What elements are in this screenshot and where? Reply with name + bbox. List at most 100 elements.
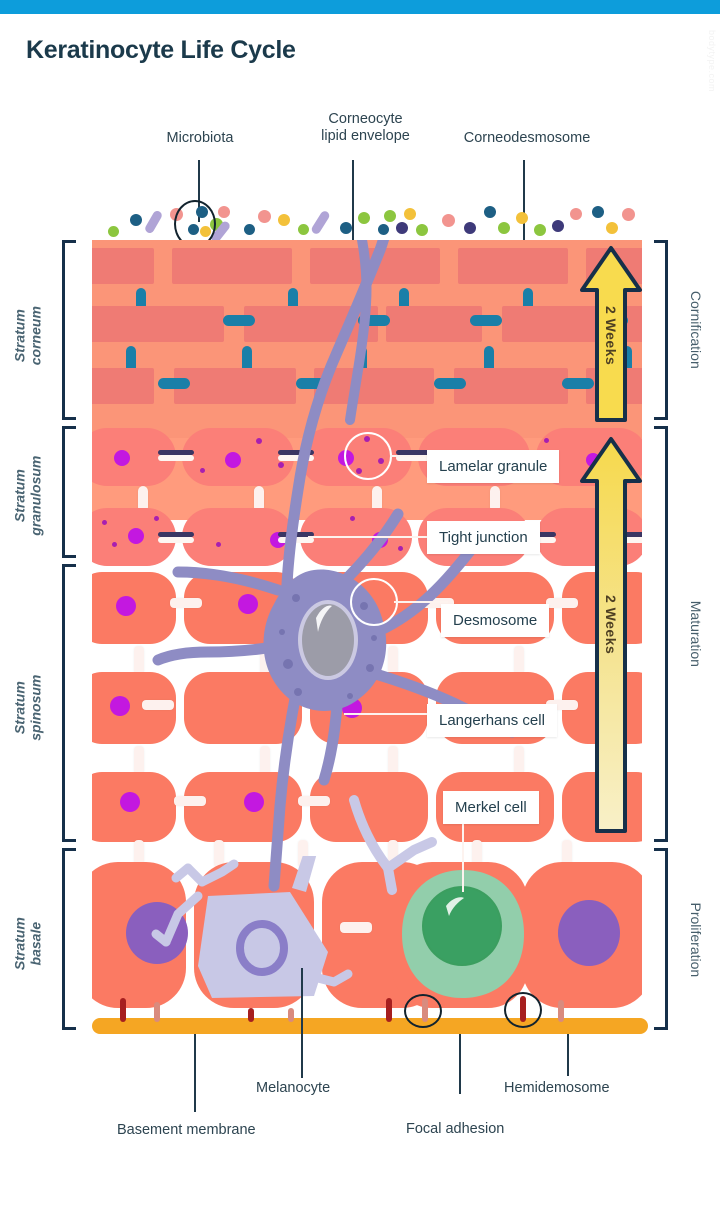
microbe-dot [244, 224, 255, 235]
spinous-keratinocyte [310, 672, 428, 744]
lamellar-granule [102, 520, 107, 525]
leader-line-melanocyte [301, 968, 303, 1078]
hemidesmosome [386, 998, 392, 1022]
layer-label-stratum-spinosum: Stratum spinosum [11, 663, 43, 753]
spinous-keratinocyte [310, 772, 428, 842]
melanocyte-shape [142, 810, 372, 1016]
corneocyte-brick [310, 248, 440, 284]
desmosome [298, 796, 330, 806]
maturation-arrow-label: 2 Weeks [603, 595, 619, 655]
bracket-cornification [654, 240, 668, 420]
callout-lamelar-granule: Lamelar granule [427, 450, 560, 483]
microbe-dot [258, 210, 271, 223]
desmosome-circle [350, 578, 398, 626]
maturation-arrow: 2 Weeks [578, 435, 642, 835]
microbe-dot [340, 222, 352, 234]
layer-label-basale-line2: basale [27, 921, 43, 966]
microbe-dot [606, 222, 618, 234]
lamellar-granule [216, 542, 221, 547]
corneocyte-brick [92, 368, 154, 404]
leader-line-microbiota [198, 160, 200, 222]
corneocyte-brick [458, 248, 568, 284]
bottom-label-hemidemosome: Hemidemosome [504, 1080, 610, 1096]
top-accent-bar [0, 0, 720, 14]
desmosome [134, 646, 144, 676]
top-label-corneocyte-lipid-envelope: Corneocyte lipid envelope [278, 111, 453, 145]
corneocyte-brick [454, 368, 568, 404]
spinous-nucleus [116, 596, 136, 616]
layer-label-corneum-line2: corneum [27, 306, 43, 366]
spinous-nucleus [120, 792, 140, 812]
microbe-dot [378, 224, 389, 235]
microbe-dot [396, 222, 408, 234]
corneodesmosome [523, 288, 533, 320]
focal-adhesion-circle [404, 994, 442, 1028]
lamellar-granule [350, 516, 355, 521]
leader-line-corneocyte-lipid-envelope [352, 160, 354, 248]
leader-tight-junction [308, 536, 438, 538]
lamellar-granule [278, 462, 284, 468]
corneodesmosome [470, 315, 502, 326]
microbe-dot [218, 206, 230, 218]
top-label-cle-line2: lipid envelope [321, 128, 410, 145]
corneocyte-brick [244, 306, 378, 342]
corneodesmosome [126, 346, 136, 378]
hemidesmosome [248, 1008, 254, 1022]
desmosome [546, 598, 578, 608]
corneocyte-brick [92, 248, 154, 284]
top-label-corneodesmosome: Corneodesmosome [438, 130, 616, 147]
microbe-rod [310, 209, 331, 236]
lamellar-granule [544, 438, 549, 443]
corneocyte-brick [108, 306, 224, 342]
microbe-dot [416, 224, 428, 236]
layer-label-stratum-granulosum: Stratum granulosum [11, 451, 43, 541]
hemidesmosome [120, 998, 126, 1022]
desmosome [142, 700, 174, 710]
corneodesmosome [399, 288, 409, 320]
desmosome [134, 840, 144, 868]
corneodesmosome [242, 346, 252, 378]
microbe-dot [552, 220, 564, 232]
desmosome [260, 746, 270, 776]
microbe-dot [484, 206, 496, 218]
tight-junction [158, 450, 194, 461]
leader-line-hemidemosome [567, 1034, 569, 1076]
desmosome [254, 486, 264, 512]
top-label-cle-line1: Corneocyte [328, 111, 403, 127]
leader-desmosome [394, 601, 448, 603]
microbe-rod [143, 209, 164, 235]
corneocyte-brick [314, 368, 434, 404]
top-label-microbiota: Microbiota [120, 130, 280, 147]
leader-line-basement-membrane [194, 1034, 196, 1112]
desmosome [514, 646, 524, 676]
cornification-arrow-label: 2 Weeks [603, 306, 619, 366]
corneodesmosome [296, 378, 328, 389]
desmosome [562, 840, 572, 868]
corneocyte-brick [172, 248, 292, 284]
desmosome [134, 746, 144, 776]
microbe-dot [384, 210, 396, 222]
anchor-group [92, 992, 648, 1028]
layer-label-stratum-corneum: Stratum corneum [11, 291, 43, 381]
tight-junction [396, 450, 432, 461]
corneodesmosome [223, 315, 255, 326]
desmosome [472, 840, 482, 868]
microbe-dot [298, 224, 309, 235]
bottom-label-melanocyte: Melanocyte [256, 1080, 331, 1096]
bracket-stratum-basale [62, 848, 76, 1030]
layer-label-granulosum-line1: Stratum [11, 469, 28, 523]
top-label-microbiota-line1: Microbiota [166, 130, 234, 146]
top-label-corneodesmosome-line1: Corneodesmosome [463, 130, 591, 146]
lamellar-granule [392, 514, 397, 519]
corneodesmosome [484, 346, 494, 378]
bracket-proliferation [654, 848, 668, 1030]
desmosome [546, 700, 578, 710]
basal-nucleus [558, 900, 620, 966]
tight-junction [278, 450, 314, 461]
desmosome [514, 746, 524, 776]
granular-nucleus [225, 452, 241, 468]
lamellar-granule [200, 468, 205, 473]
focal-adhesion [288, 1008, 294, 1022]
lamellar-granule [398, 546, 403, 551]
spinous-keratinocyte [184, 772, 302, 842]
